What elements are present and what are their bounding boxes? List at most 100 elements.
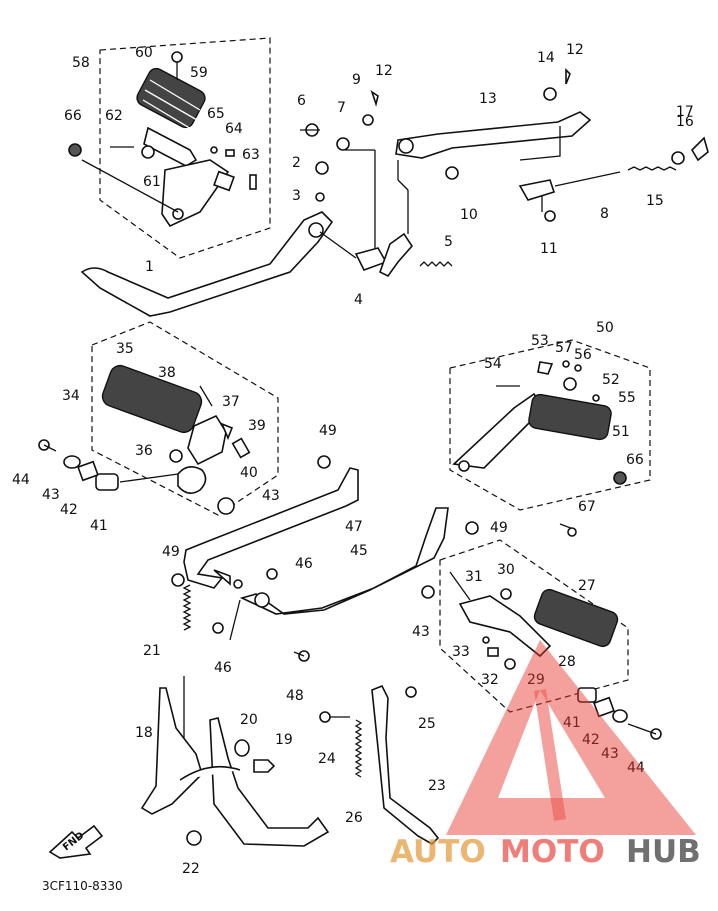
part-label: 46	[214, 660, 232, 676]
part-label: 35	[116, 341, 134, 357]
part-label: 61	[143, 174, 161, 190]
part-label: 14	[537, 50, 555, 66]
triangle-inner-stroke	[534, 689, 566, 821]
part-label: 57	[555, 340, 573, 356]
part-label: 17	[676, 104, 694, 120]
footrest-assembly-50	[452, 360, 627, 537]
part-label: 43	[412, 624, 430, 640]
part-label: 9	[352, 72, 361, 88]
part-label: 50	[596, 320, 614, 336]
part-label: 49	[319, 423, 337, 439]
part-label: 44	[627, 760, 645, 776]
part-label: 29	[527, 672, 545, 688]
group-box-50	[449, 339, 651, 511]
footrest-assembly-34	[38, 364, 251, 515]
part-label: 41	[90, 518, 108, 534]
diagram-code: 3CF110-8330	[42, 879, 123, 893]
part-label: 52	[602, 372, 620, 388]
part-label: 3	[292, 188, 301, 204]
part-label: 40	[240, 465, 258, 481]
part-label: 4	[354, 292, 363, 308]
part-label: 24	[318, 751, 336, 767]
rod-assembly-13	[300, 68, 709, 278]
bracket-assembly-45-47	[171, 455, 479, 662]
part-label: 41	[563, 715, 581, 731]
part-label: 51	[612, 424, 630, 440]
part-label: 23	[428, 778, 446, 794]
watermark-word-moto: MOTO	[500, 834, 605, 870]
part-label: 30	[497, 562, 515, 578]
part-label: 33	[452, 644, 470, 660]
part-label: 18	[135, 725, 153, 741]
group-box-58	[99, 37, 271, 259]
part-label: 39	[248, 418, 266, 434]
part-label: 31	[465, 569, 483, 585]
part-label: 43	[601, 746, 619, 762]
part-label: 37	[222, 394, 240, 410]
part-label: 45	[350, 543, 368, 559]
part-label: 60	[135, 45, 153, 61]
part-label: 7	[337, 100, 346, 116]
part-label: 38	[158, 365, 176, 381]
footrest-assembly-58	[68, 51, 334, 317]
front-direction-marker: FND	[48, 824, 104, 859]
part-label: 20	[240, 712, 258, 728]
part-label: 32	[481, 672, 499, 688]
part-label: 8	[600, 206, 609, 222]
watermark-logo: AUTO MOTO HUB	[390, 640, 701, 870]
part-label: 26	[345, 810, 363, 826]
front-arrow-icon	[48, 824, 104, 859]
part-label: 16	[676, 114, 694, 130]
part-label: 43	[42, 487, 60, 503]
part-label: 64	[225, 121, 243, 137]
part-label: 53	[531, 333, 549, 349]
part-label: 28	[558, 654, 576, 670]
part-label: 12	[375, 63, 393, 79]
part-label: 21	[143, 643, 161, 659]
part-label: 46	[295, 556, 313, 572]
part-label: 11	[540, 241, 558, 257]
part-label: 49	[490, 520, 508, 536]
part-label: 36	[135, 443, 153, 459]
part-label: 6	[297, 93, 306, 109]
part-labels: 58 60 59 66 62 65 64 63 61 6 7 9 12 2 3 …	[12, 42, 694, 877]
part-label: 34	[62, 388, 80, 404]
group-box-34	[91, 321, 279, 516]
part-label: 13	[479, 91, 497, 107]
watermark-word-hub: HUB	[626, 834, 701, 870]
part-label: 67	[578, 499, 596, 515]
part-label: 55	[618, 390, 636, 406]
part-label: 47	[345, 519, 363, 535]
part-label: 54	[484, 356, 502, 372]
stand-assembly	[140, 584, 440, 847]
part-label: 58	[72, 55, 90, 71]
part-label: 2	[292, 155, 301, 171]
triangle-logo-icon	[446, 640, 696, 835]
part-label: 59	[190, 65, 208, 81]
watermark-word-auto: AUTO	[390, 834, 486, 870]
part-label: 27	[578, 578, 596, 594]
part-label: 43	[262, 488, 280, 504]
part-label: 10	[460, 207, 478, 223]
part-label: 66	[626, 452, 644, 468]
group-box-27	[439, 539, 629, 713]
part-label: 42	[582, 732, 600, 748]
part-label: 22	[182, 861, 200, 877]
part-label: 1	[145, 259, 154, 275]
part-label: 66	[64, 108, 82, 124]
part-label: 48	[286, 688, 304, 704]
part-label: 49	[162, 544, 180, 560]
part-label: 12	[566, 42, 584, 58]
part-label: 44	[12, 472, 30, 488]
footrest-assembly-27	[449, 571, 662, 740]
part-label: 15	[646, 193, 664, 209]
part-label: 25	[418, 716, 436, 732]
part-label: 19	[275, 732, 293, 748]
part-label: 63	[242, 147, 260, 163]
part-label: 62	[105, 108, 123, 124]
part-label: 42	[60, 502, 78, 518]
part-label: 56	[574, 347, 592, 363]
part-label: 5	[444, 234, 453, 250]
part-label: 65	[207, 106, 225, 122]
